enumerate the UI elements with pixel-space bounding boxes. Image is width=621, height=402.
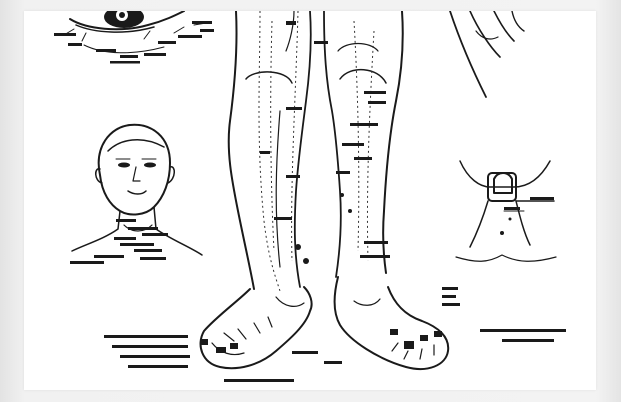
head-icon bbox=[72, 125, 202, 255]
acupuncture-chart bbox=[24, 11, 596, 390]
chart-paper bbox=[24, 11, 596, 390]
arm-icon bbox=[450, 11, 524, 97]
feet-labels bbox=[104, 335, 342, 382]
eye-detail-icon bbox=[64, 11, 206, 53]
pelvis-icon bbox=[456, 161, 556, 261]
foot-icon bbox=[200, 277, 448, 369]
pelvis-labels bbox=[442, 197, 566, 342]
legs-icon bbox=[229, 11, 403, 291]
